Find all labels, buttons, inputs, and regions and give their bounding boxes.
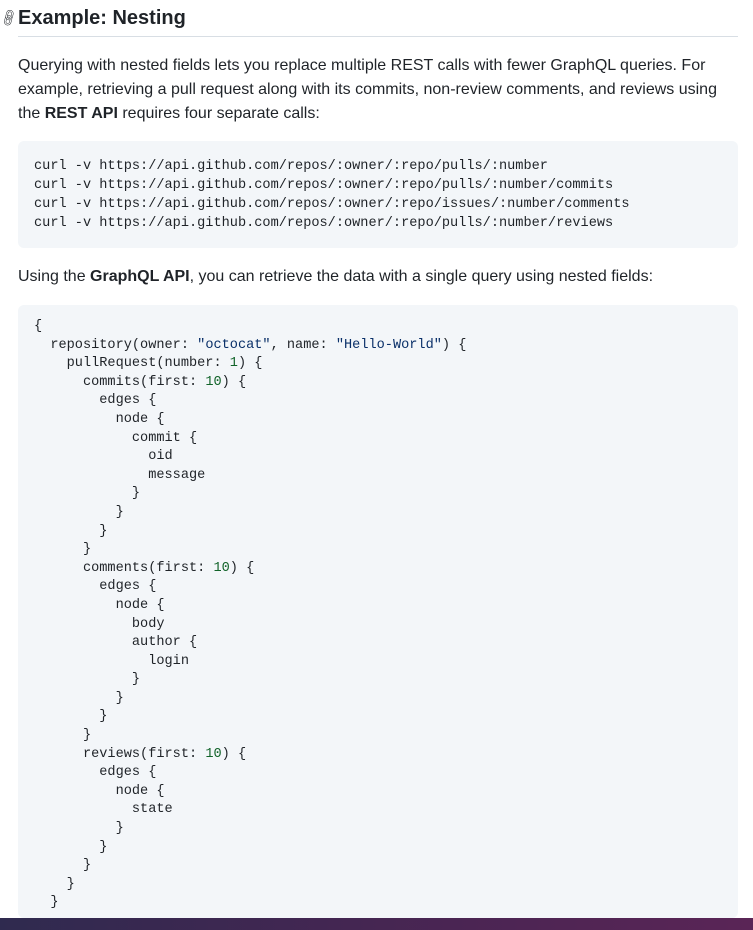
code-line: curl -v https://api.github.com/repos/:ow… — [34, 216, 614, 231]
rest-code-block: curl -v https://api.github.com/repos/:ow… — [18, 141, 738, 248]
code-line: } — [34, 858, 92, 874]
intro-bold: REST API — [44, 105, 118, 122]
intro-text: Querying with nested fields lets you rep… — [18, 57, 717, 122]
graphql-bold: GraphQL API — [90, 268, 190, 285]
query-code: { repository(owner: "octocat", name: "He… — [34, 318, 722, 913]
intro-paragraph: Querying with nested fields lets you rep… — [18, 54, 743, 126]
number-token: 10 — [205, 746, 222, 762]
code-line: repository(owner: "octocat", name: "Hell… — [34, 337, 467, 353]
bottom-bar — [0, 918, 753, 930]
code-line: curl -v https://api.github.com/repos/:ow… — [34, 197, 630, 212]
code-line: body — [34, 616, 165, 632]
code-line: } — [34, 709, 108, 725]
string-token: "octocat" — [197, 337, 271, 353]
code-line: } — [34, 523, 108, 539]
code-line: edges { — [34, 765, 157, 781]
code-line: } — [34, 504, 124, 520]
code-line: curl -v https://api.github.com/repos/:ow… — [34, 159, 548, 174]
code-line: node { — [34, 597, 165, 613]
code-line: commit { — [34, 430, 198, 446]
code-line: } — [34, 672, 141, 688]
code-line: author { — [34, 635, 198, 651]
code-line: node { — [34, 411, 165, 427]
number-token: 10 — [213, 560, 230, 576]
code-line: } — [34, 839, 108, 855]
code-line: message — [34, 467, 206, 483]
graphql-text: Using the — [18, 268, 91, 285]
string-token: "Hello-World" — [335, 337, 442, 353]
code-line: node { — [34, 783, 165, 799]
code-line: edges { — [34, 393, 157, 409]
graphql-text-end: , you can retrieve the data with a singl… — [189, 268, 654, 285]
number-token: 10 — [205, 374, 222, 390]
heading-title: Example: Nesting — [18, 7, 186, 29]
code-line: pullRequest(number: 1) { — [34, 356, 263, 372]
code-line: } — [34, 542, 92, 558]
rest-code: curl -v https://api.github.com/repos/:ow… — [34, 157, 722, 233]
section-heading: 🔗︎ Example: Nesting — [0, 4, 186, 32]
code-line: login — [34, 653, 189, 669]
code-line: } — [34, 895, 59, 911]
code-line: } — [34, 876, 75, 892]
code-line: state — [34, 802, 173, 818]
intro-text-end: requires four separate calls: — [117, 105, 320, 122]
code-line: commits(first: 10) { — [34, 374, 247, 390]
code-line: edges { — [34, 579, 157, 595]
code-line: } — [34, 728, 92, 744]
code-line: { — [34, 319, 43, 334]
heading-divider — [18, 36, 738, 37]
code-line: } — [34, 690, 124, 706]
code-line: comments(first: 10) { — [34, 560, 255, 576]
number-token: 1 — [229, 356, 238, 372]
query-code-block: { repository(owner: "octocat", name: "He… — [18, 305, 738, 918]
code-line: } — [34, 821, 124, 837]
code-line: } — [34, 486, 141, 502]
code-line: reviews(first: 10) { — [34, 746, 247, 762]
code-line: curl -v https://api.github.com/repos/:ow… — [34, 178, 614, 193]
code-line: oid — [34, 449, 173, 465]
graphql-paragraph: Using the GraphQL API, you can retrieve … — [18, 265, 743, 289]
